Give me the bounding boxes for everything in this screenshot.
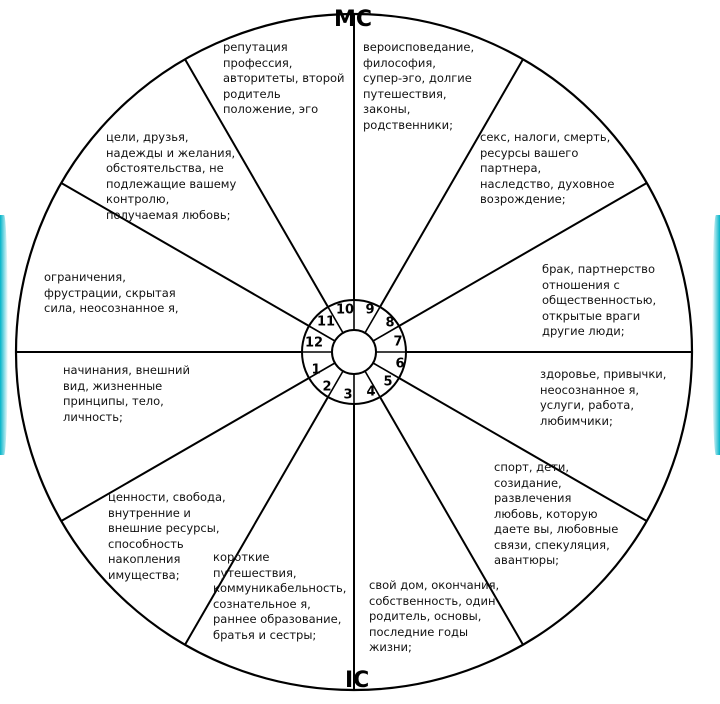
house-divider-line xyxy=(379,396,524,646)
house-1-text: начинания, внешний вид, жизненные принци… xyxy=(63,363,190,424)
house-12-text: ограничения, фрустрации, скрытая сила, н… xyxy=(44,270,179,315)
house-divider-line xyxy=(60,182,310,327)
house-number-9: 9 xyxy=(365,303,374,318)
ring-divider xyxy=(364,306,381,334)
house-divider-line xyxy=(184,396,329,646)
house-number-8: 8 xyxy=(385,316,394,331)
house-number-11: 11 xyxy=(317,315,335,330)
house-number-4: 4 xyxy=(366,385,375,400)
ring-divider xyxy=(364,370,381,398)
right-edge-decoration xyxy=(712,215,720,455)
ring-divider xyxy=(308,325,336,342)
house-10-text: репутация профессия, авторитеты, второй … xyxy=(223,40,345,116)
house-number-3: 3 xyxy=(343,388,352,403)
house-number-6: 6 xyxy=(395,357,404,372)
house-divider-line xyxy=(398,182,648,327)
house-number-1: 1 xyxy=(311,363,320,378)
house-number-2: 2 xyxy=(322,380,331,395)
left-edge-decoration xyxy=(0,215,8,455)
numbers-ring-dividers xyxy=(302,300,406,404)
ic-axis-label: IC xyxy=(345,668,370,693)
house-11-text: цели, друзья, надежды и желания, обстоят… xyxy=(106,130,237,222)
house-8-text: секс, налоги, смерть, ресурсы вашего пар… xyxy=(480,130,615,206)
house-7-text: брак, партнерство отношения с общественн… xyxy=(542,262,657,338)
house-3-text: короткие путешествия, коммуникабельность… xyxy=(213,550,347,642)
house-4-text: свой дом, окончания, собственность, один… xyxy=(369,578,500,654)
house-number-7: 7 xyxy=(393,335,402,350)
ring-divider xyxy=(372,362,400,379)
numbers-ring-inner xyxy=(331,329,377,375)
house-divider-lines xyxy=(16,14,692,690)
house-divider-line xyxy=(398,377,648,522)
ring-divider xyxy=(327,370,344,398)
house-number-5: 5 xyxy=(383,375,392,390)
ring-divider xyxy=(372,325,400,342)
house-5-text: спорт, дети, созидание, развлечения любо… xyxy=(494,460,619,567)
house-divider-line xyxy=(60,377,310,522)
house-6-text: здоровье, привычки, неосознанное я, услу… xyxy=(540,367,667,428)
house-divider-line xyxy=(379,58,524,308)
ring-divider xyxy=(327,306,344,334)
house-number-12: 12 xyxy=(305,336,323,351)
mc-axis-label: MC xyxy=(334,7,373,32)
house-number-10: 10 xyxy=(336,303,354,318)
house-9-text: вероисповедание, философия, супер-эго, д… xyxy=(363,40,475,132)
house-2-text: ценности, свобода, внутренние и внешние … xyxy=(108,490,226,582)
house-divider-line xyxy=(184,58,329,308)
ring-divider xyxy=(308,362,336,379)
